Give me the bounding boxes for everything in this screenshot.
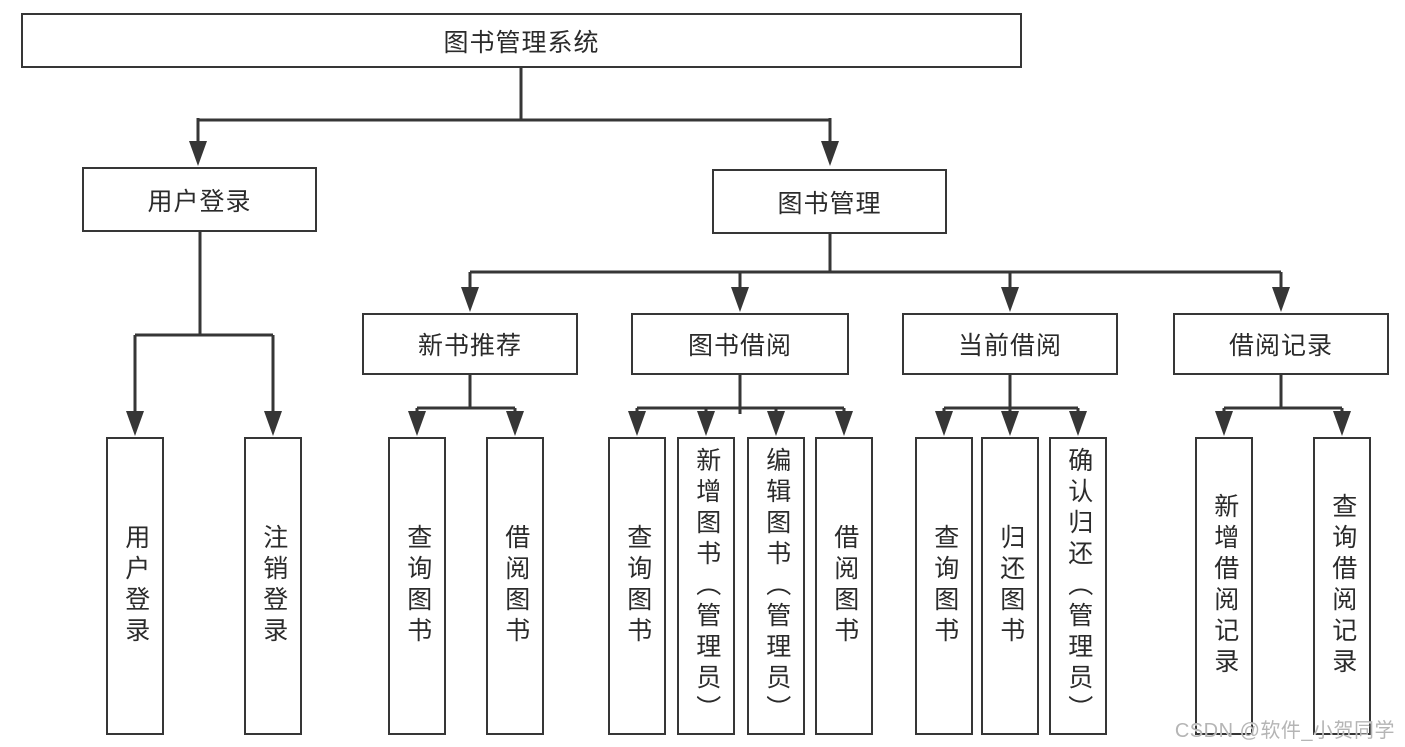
leaf-newbook-borrow-books-label: 借阅图书 bbox=[501, 524, 530, 648]
leaf-add-books-admin-label: 新增图书（管理员） bbox=[692, 446, 721, 726]
leaf-borrow-query-books-label: 查询图书 bbox=[623, 524, 652, 648]
node-book-management: 图书管理 bbox=[712, 169, 947, 234]
leaf-logout: 注销登录 bbox=[244, 437, 302, 735]
leaf-borrow-books-label: 借阅图书 bbox=[830, 524, 859, 648]
leaf-confirm-return-admin-label: 确认归还（管理员） bbox=[1064, 446, 1093, 726]
leaf-borrow-query-books: 查询图书 bbox=[608, 437, 666, 735]
node-root-library-system: 图书管理系统 bbox=[21, 13, 1022, 68]
leaf-newbook-query-books: 查询图书 bbox=[388, 437, 446, 735]
connector-user-login-to-leaves bbox=[126, 232, 282, 436]
connector-book-borrow-to-leaves bbox=[628, 375, 853, 436]
connector-new-books-to-leaves bbox=[408, 375, 524, 436]
leaf-newbook-borrow-books: 借阅图书 bbox=[486, 437, 544, 735]
connector-root-to-level2 bbox=[189, 68, 839, 166]
node-current-borrowing: 当前借阅 bbox=[902, 313, 1118, 375]
leaf-add-books-admin: 新增图书（管理员） bbox=[677, 437, 735, 735]
leaf-edit-books-admin-label: 编辑图书（管理员） bbox=[762, 446, 791, 726]
leaf-user-login: 用户登录 bbox=[106, 437, 164, 735]
leaf-return-books: 归还图书 bbox=[981, 437, 1039, 735]
leaf-return-books-label: 归还图书 bbox=[996, 524, 1025, 648]
connector-book-mgmt-to-level3 bbox=[461, 234, 1290, 312]
csdn-watermark: CSDN @软件_小贺同学 bbox=[1174, 720, 1395, 742]
leaf-borrow-books: 借阅图书 bbox=[815, 437, 873, 735]
leaf-user-login-label: 用户登录 bbox=[121, 524, 150, 648]
leaf-add-borrow-record: 新增借阅记录 bbox=[1195, 437, 1253, 735]
node-book-borrowing: 图书借阅 bbox=[631, 313, 849, 375]
connector-borrow-records-to-leaves bbox=[1215, 375, 1351, 436]
leaf-query-borrow-record: 查询借阅记录 bbox=[1313, 437, 1371, 735]
leaf-confirm-return-admin: 确认归还（管理员） bbox=[1049, 437, 1107, 735]
leaf-current-query-books: 查询图书 bbox=[915, 437, 973, 735]
node-user-login: 用户登录 bbox=[82, 167, 317, 232]
leaf-query-borrow-record-label: 查询借阅记录 bbox=[1328, 493, 1357, 679]
leaf-newbook-query-books-label: 查询图书 bbox=[403, 524, 432, 648]
connector-current-borrow-to-leaves bbox=[935, 375, 1087, 436]
leaf-add-borrow-record-label: 新增借阅记录 bbox=[1210, 493, 1239, 679]
node-new-book-recommend: 新书推荐 bbox=[362, 313, 578, 375]
leaf-current-query-books-label: 查询图书 bbox=[930, 524, 959, 648]
leaf-logout-label: 注销登录 bbox=[259, 524, 288, 648]
node-borrowing-records: 借阅记录 bbox=[1173, 313, 1389, 375]
leaf-edit-books-admin: 编辑图书（管理员） bbox=[747, 437, 805, 735]
